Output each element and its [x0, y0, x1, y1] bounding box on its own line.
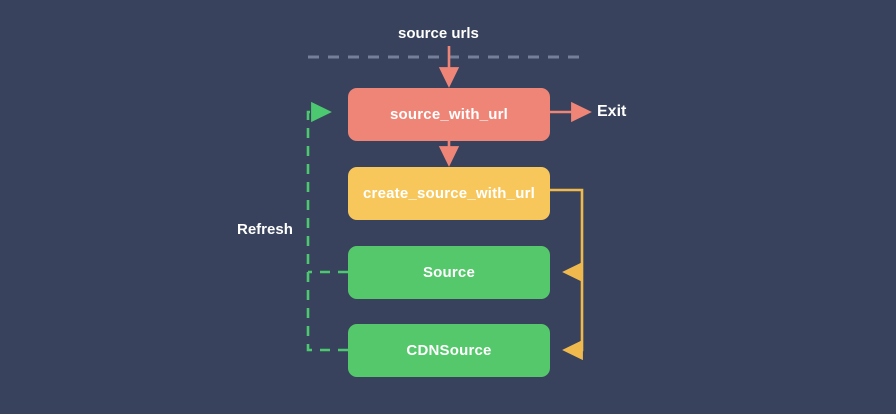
- node-create-source-with-url[interactable]: create_source_with_url: [348, 167, 550, 220]
- caption-source-urls: source urls: [398, 25, 479, 42]
- refresh-bus-line: [306, 101, 348, 352]
- node-source-with-url[interactable]: source_with_url: [348, 88, 550, 141]
- caption-exit: Exit: [597, 103, 627, 120]
- node-cdnsource[interactable]: CDNSource: [348, 324, 550, 377]
- node-source[interactable]: Source: [348, 246, 550, 299]
- caption-refresh: Refresh: [237, 221, 293, 238]
- create-bus-line: [550, 188, 584, 361]
